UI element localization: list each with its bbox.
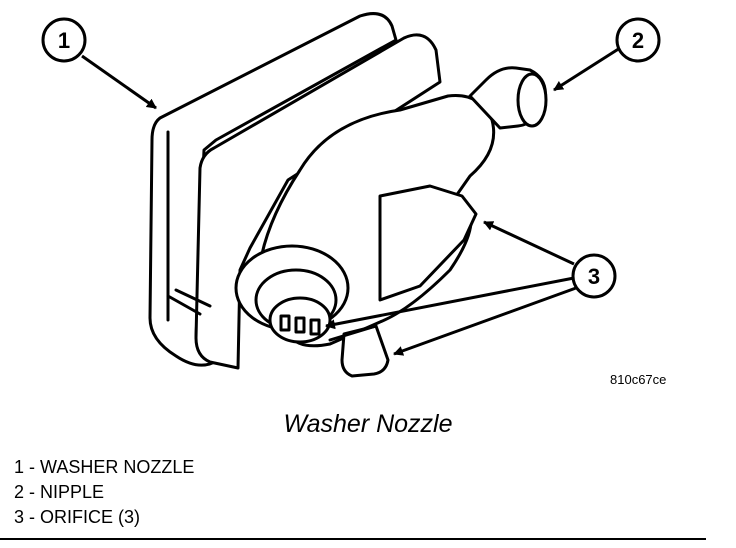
callout-label-1: 1 (58, 28, 70, 53)
orifice-slot (309, 318, 321, 336)
callout-label-2: 2 (632, 28, 644, 53)
leader-arrow-3a (483, 220, 575, 266)
mounting-plate-back (148, 12, 398, 367)
legend-item-orifice: 3 - ORIFICE (3) (14, 507, 141, 527)
image-code: 810c67ce (610, 372, 666, 387)
leader-arrow-3b (325, 276, 575, 330)
leader-arrow-1 (81, 54, 157, 110)
legend-item-nipple: 2 - NIPPLE (14, 482, 105, 502)
outlet-housing (378, 184, 478, 302)
nozzle-tab-lip (328, 324, 378, 342)
legend-item-washer-nozzle: 1 - WASHER NOZZLE (14, 457, 195, 477)
nipple-tip (516, 72, 548, 128)
orifice-slot (294, 316, 306, 334)
nozzle-tab (340, 324, 390, 378)
legend: 1 - WASHER NOZZLE 2 - NIPPLE 3 - ORIFICE… (14, 455, 194, 530)
callout-circle-3 (571, 253, 617, 299)
leader-arrow-3c (393, 286, 577, 356)
orifice-slot (279, 314, 291, 332)
callout-circle-2 (615, 17, 661, 63)
leader-arrow-2 (553, 46, 621, 92)
figure-caption: Washer Nozzle (283, 410, 453, 438)
callout-label-3: 3 (588, 264, 600, 289)
plate-ledge (166, 130, 212, 322)
bottom-rule (0, 538, 706, 540)
callout-circle-1 (41, 17, 87, 63)
